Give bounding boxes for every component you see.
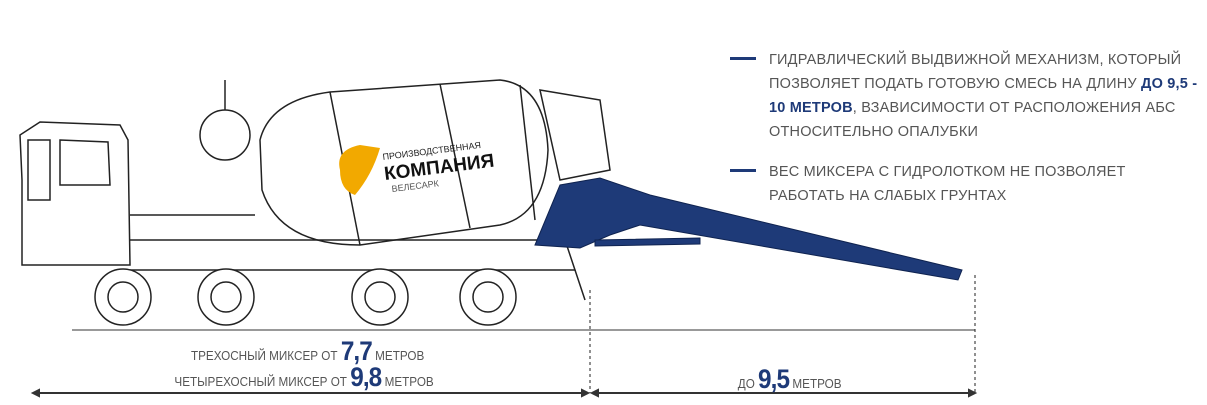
dim-unit: МЕТРОВ bbox=[384, 374, 434, 389]
three-axle-length: ТРЕХОСНЫЙ МИКСЕР ОТ 7,7 МЕТРОВ bbox=[191, 336, 424, 367]
dim-label: ЧЕТЫРЕХОСНЫЙ МИКСЕР ОТ bbox=[174, 374, 347, 389]
feature-bullet-hydraulic: ГИДРАВЛИЧЕСКИЙ ВЫДВИЖНОЙ МЕХАНИЗМ, КОТОР… bbox=[730, 48, 1207, 144]
water-tank bbox=[199, 109, 251, 161]
dim-value: 9,8 bbox=[350, 362, 382, 392]
bullet-dash-icon bbox=[730, 169, 756, 172]
dim-value: 9,5 bbox=[758, 364, 790, 394]
bullet-dash-icon bbox=[730, 57, 756, 60]
chute-length: ДО 9,5 МЕТРОВ bbox=[738, 364, 842, 395]
mixer-drum bbox=[259, 79, 549, 246]
dim-value: 7,7 bbox=[340, 336, 373, 366]
four-axle-length: ЧЕТЫРЕХОСНЫЙ МИКСЕР ОТ 9,8 МЕТРОВ bbox=[174, 362, 433, 393]
dim-unit: МЕТРОВ bbox=[792, 376, 842, 391]
logo-mark-icon bbox=[339, 145, 380, 195]
truck-chassis bbox=[130, 89, 611, 301]
bullet-highlight: ДО 9,5 - 10 МЕТРОВ bbox=[769, 76, 1198, 116]
bullet-text: ВЕС МИКСЕРА С ГИДРОЛОТКОМ НЕ ПОЗВОЛЯЕТ Р… bbox=[769, 164, 1126, 204]
bullet-text: , ВЗАВИСИМОСТИ ОТ РАСПОЛОЖЕНИЯ АБС ОТНОС… bbox=[769, 100, 1176, 140]
dimension-arrow-truck bbox=[30, 388, 591, 398]
bullet-text: ГИДРАВЛИЧЕСКИЙ ВЫДВИЖНОЙ МЕХАНИЗМ, КОТОР… bbox=[769, 52, 1182, 92]
dim-label: ДО bbox=[737, 376, 755, 391]
feature-bullet-weight: ВЕС МИКСЕРА С ГИДРОЛОТКОМ НЕ ПОЗВОЛЯЕТ Р… bbox=[730, 160, 1189, 208]
dimension-arrow-chute bbox=[589, 388, 978, 398]
truck-cab bbox=[19, 121, 131, 266]
wheels bbox=[94, 268, 517, 326]
dim-unit: МЕТРОВ bbox=[375, 348, 425, 363]
hydraulic-chute bbox=[534, 177, 963, 281]
dim-label: ТРЕХОСНЫЙ МИКСЕР ОТ bbox=[190, 348, 338, 363]
